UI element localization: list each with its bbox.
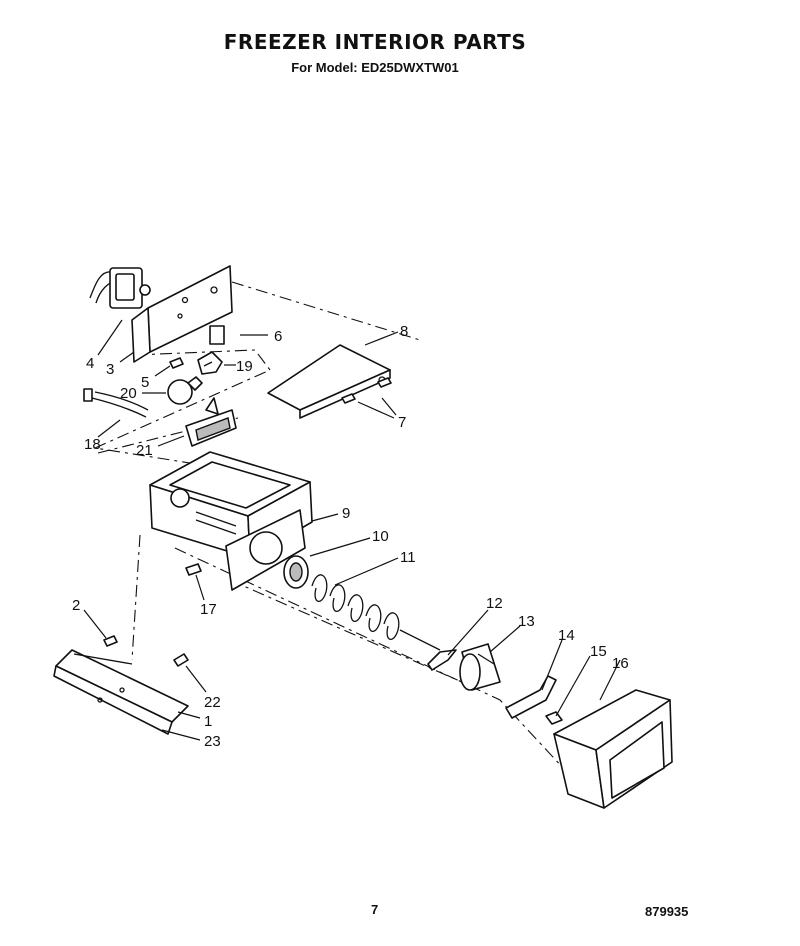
callout-3: 3	[106, 361, 114, 378]
callout-19: 19	[236, 358, 253, 375]
screw-22-part	[173, 653, 189, 667]
mounting-rail-part	[53, 649, 189, 735]
callout-1: 1	[204, 713, 212, 730]
callout-17: 17	[200, 601, 217, 618]
callout-12: 12	[486, 595, 503, 612]
callout-5: 5	[141, 374, 149, 391]
callout-22: 22	[204, 694, 221, 711]
screws-part	[341, 377, 392, 404]
callout-23: 23	[204, 733, 221, 750]
screw-17-part	[185, 563, 202, 576]
light-shield-part	[185, 397, 237, 447]
light-bulb-part	[167, 376, 203, 405]
cover-plate-part	[267, 344, 391, 419]
document-number: 879935	[645, 904, 689, 919]
callout-7: 7	[398, 414, 406, 431]
actuator-bracket-part	[505, 675, 557, 719]
page-title: FREEZER INTERIOR PARTS	[223, 30, 527, 54]
front-cover-part	[553, 689, 673, 809]
screw-5-part	[169, 357, 184, 369]
auger-spring-part	[311, 574, 441, 651]
bearing-part	[283, 555, 309, 589]
page-number: 7	[371, 902, 379, 917]
callout-labels: 4 3 6 5 8 7 19 20 18 21 9 10 11 17 2 12 …	[72, 323, 629, 750]
callout-10: 10	[372, 528, 389, 545]
crusher-housing-part	[459, 643, 501, 691]
motor-part	[89, 267, 151, 309]
callout-14: 14	[558, 627, 575, 644]
callout-15: 15	[590, 643, 607, 660]
callout-21: 21	[136, 442, 153, 459]
ice-bucket-housing-part	[149, 451, 313, 591]
callout-8: 8	[400, 323, 408, 340]
callout-16: 16	[612, 655, 629, 672]
nut-part	[545, 711, 563, 725]
leader-lines	[83, 319, 621, 741]
callout-13: 13	[518, 613, 535, 630]
callout-11: 11	[400, 549, 416, 566]
callout-20: 20	[120, 385, 137, 402]
callout-18: 18	[84, 436, 101, 453]
mounting-bracket-part	[131, 265, 233, 363]
callout-4: 4	[86, 355, 94, 372]
screw-2-part	[103, 635, 118, 647]
wire-harness-part	[83, 388, 149, 418]
crusher-blade-part	[427, 649, 457, 671]
assembly-guide-lines	[93, 281, 566, 771]
callout-6: 6	[274, 328, 282, 345]
callout-2: 2	[72, 597, 80, 614]
light-socket-part	[197, 351, 223, 375]
callout-9: 9	[342, 505, 350, 522]
model-subtitle: For Model: ED25DWXTW01	[291, 60, 459, 75]
